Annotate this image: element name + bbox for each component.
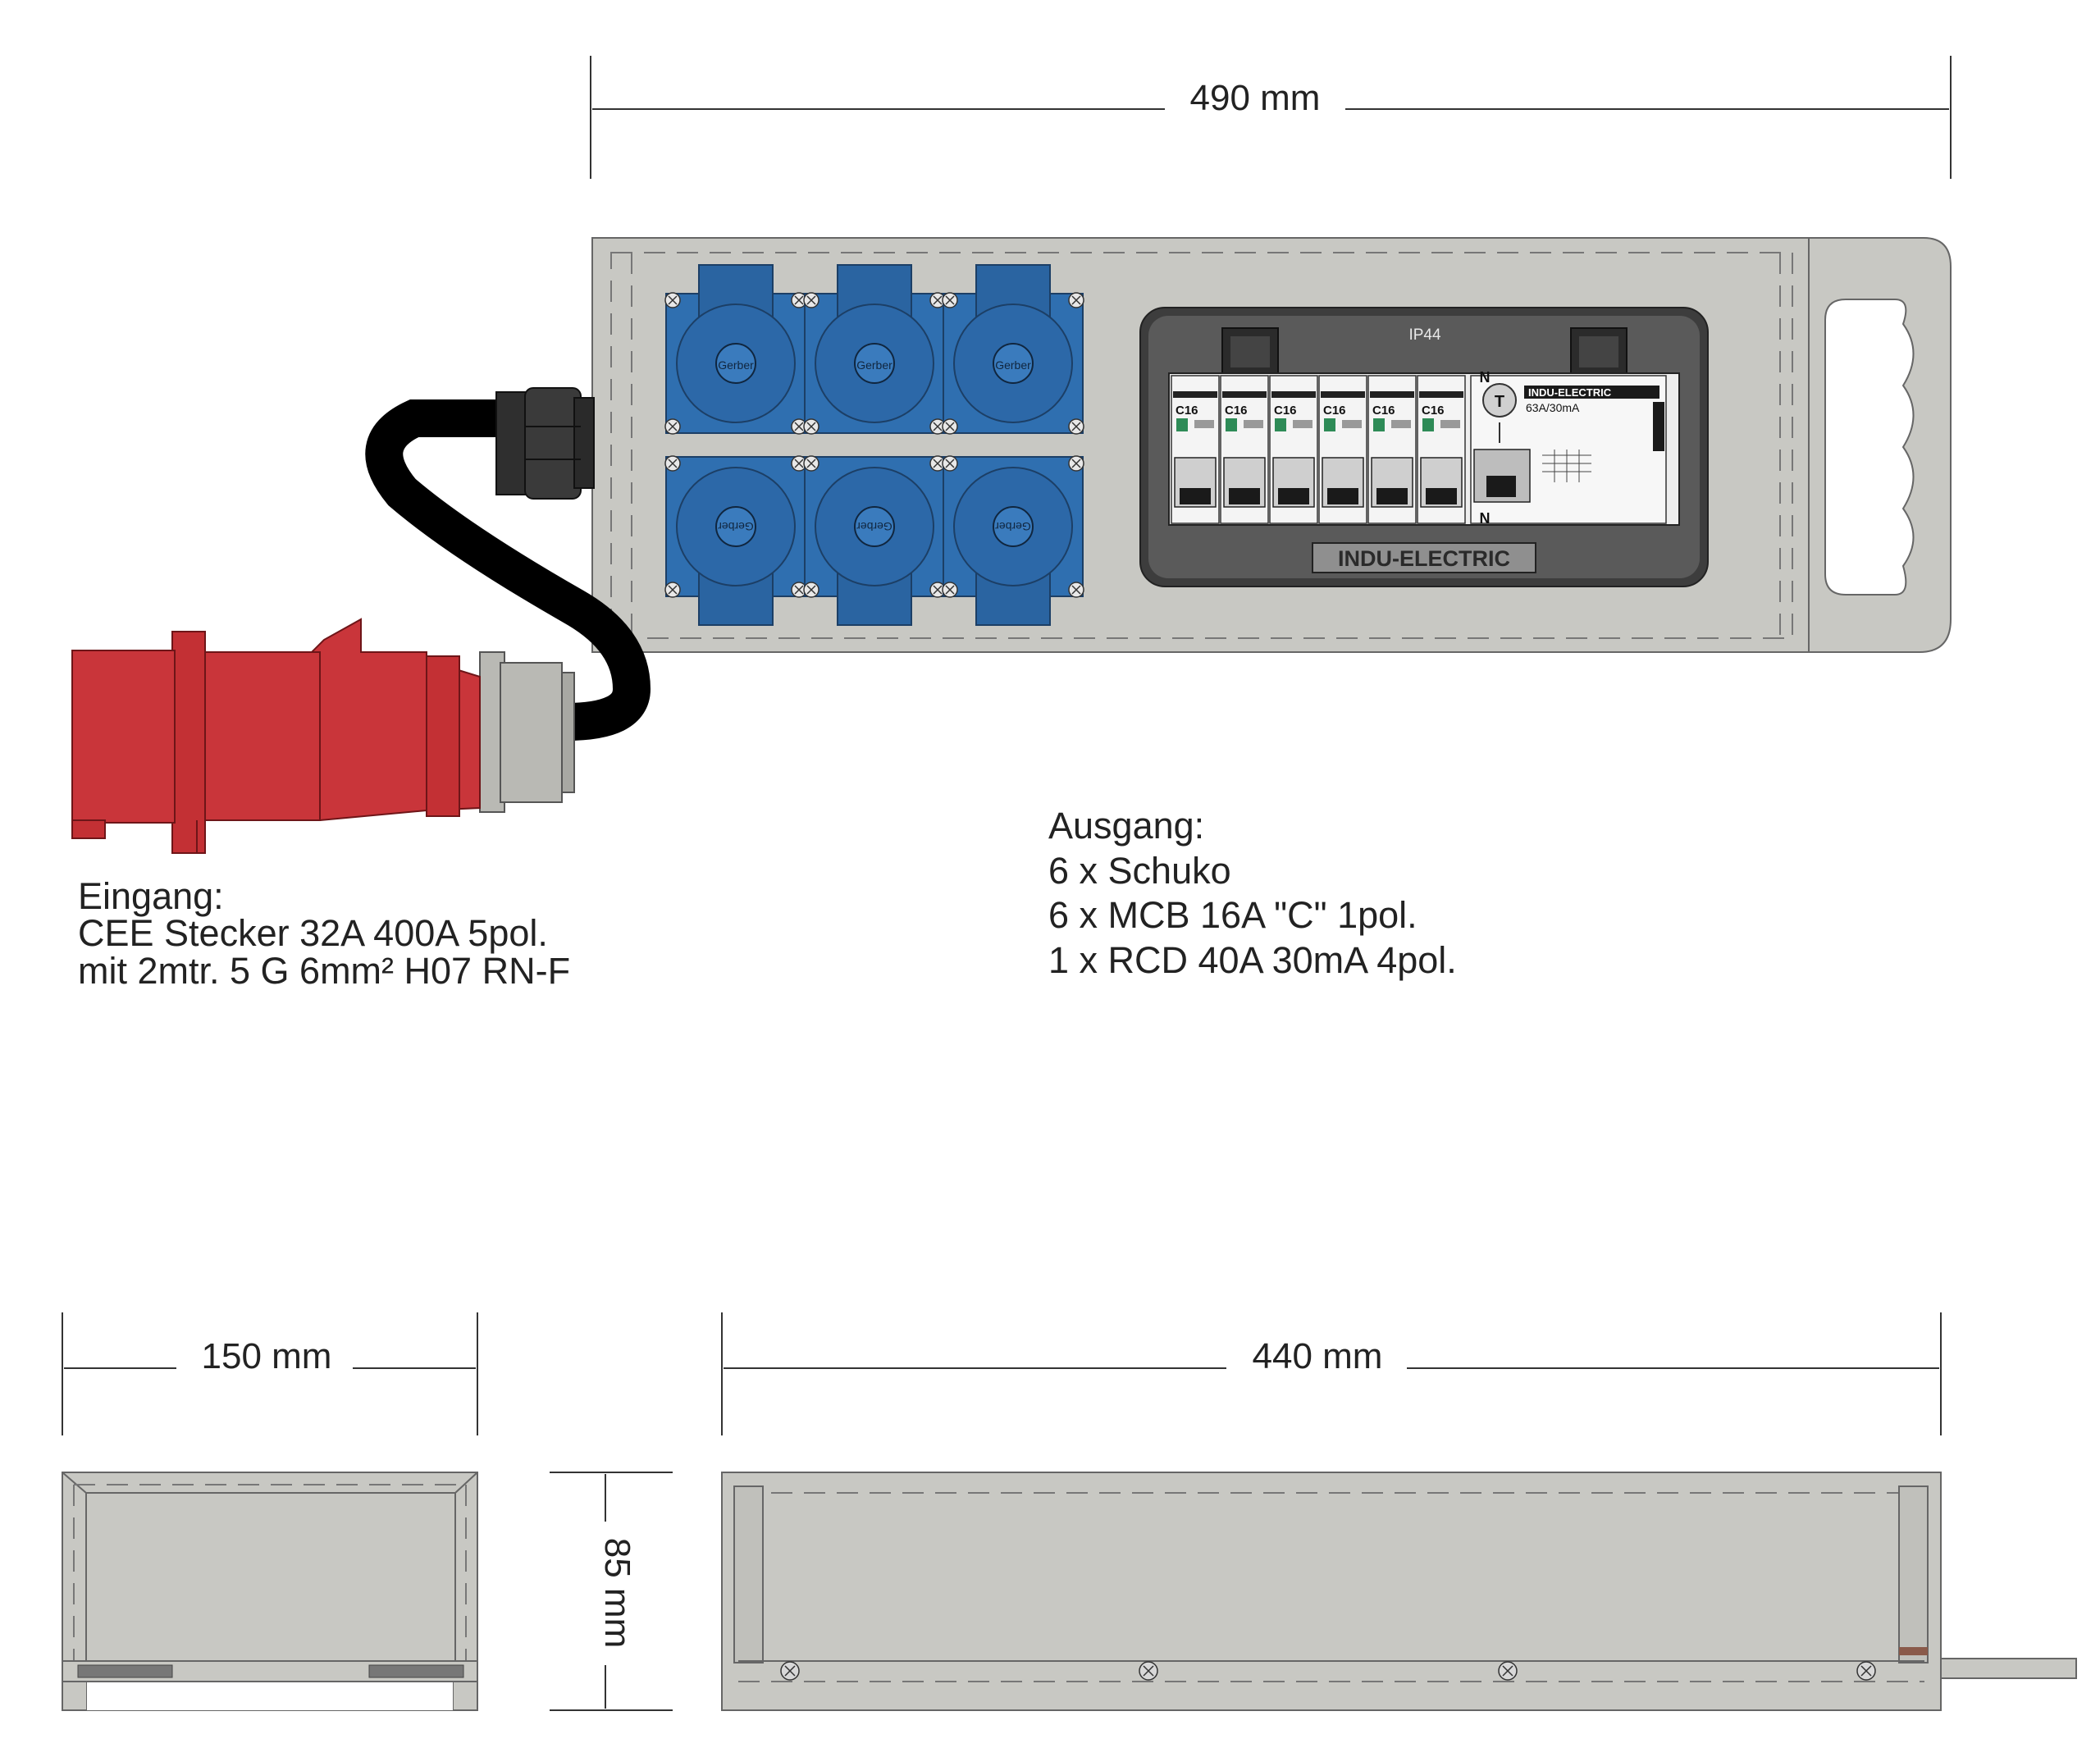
screw-icon (1068, 455, 1084, 472)
dimension-height (550, 1472, 673, 1711)
schuko-socket-2: Gerber (803, 264, 946, 435)
handle-grip (1824, 299, 1915, 596)
schuko-socket-6: Gerber (942, 455, 1084, 626)
panel-latch-left[interactable] (1221, 327, 1279, 374)
output-note-line3: 1 x RCD 40A 30mA 4pol. (1048, 939, 1457, 981)
input-note-title: Eingang: (78, 875, 224, 917)
mcb-breaker-1: C16 (1171, 375, 1220, 524)
dimension-height-label: 85 mm (597, 1538, 637, 1648)
dimension-top-width (590, 56, 1952, 179)
box-front-view (721, 1472, 2077, 1711)
socket-brand-label: Gerber (856, 520, 892, 533)
screw-icon (942, 418, 958, 435)
output-note-line1: 6 x Schuko (1048, 850, 1231, 892)
neutral-label-top: N (1480, 369, 1491, 386)
output-note-line2: 6 x MCB 16A "C" 1pol. (1048, 894, 1418, 936)
screw-icon (942, 582, 958, 598)
neutral-label-bottom: N (1480, 510, 1491, 527)
screw-icon (1068, 418, 1084, 435)
dimension-depth-label: 150 mm (202, 1336, 332, 1376)
mcb-rating-label: C16 (1225, 404, 1248, 418)
mcb-breaker-2: C16 (1220, 375, 1269, 524)
socket-brand-label: Gerber (718, 520, 754, 533)
schuko-socket-5: Gerber (803, 455, 946, 626)
rcd-breaker: T INDU-ELECTRIC 63A/30mA (1470, 375, 1667, 524)
panel-brand-label: INDU-ELECTRIC (1338, 546, 1510, 571)
output-note-title: Ausgang: (1048, 805, 1204, 847)
screw-icon (664, 455, 681, 472)
schuko-socket-4: Gerber (664, 455, 807, 626)
screw-icon (803, 292, 819, 308)
screw-icon (942, 455, 958, 472)
input-note: Eingang: CEE Stecker 32A 400A 5pol. mit … (78, 875, 570, 992)
screw-icon (1498, 1661, 1518, 1681)
panel-latch-right[interactable] (1570, 327, 1628, 374)
socket-brand-label: Gerber (718, 358, 754, 372)
screw-row (780, 1661, 1876, 1681)
screw-icon (1068, 582, 1084, 598)
schuko-socket-3: Gerber (942, 264, 1084, 435)
dimension-depth (62, 1312, 478, 1435)
dimension-bottom-width-label: 440 mm (1253, 1336, 1383, 1376)
screw-icon (664, 292, 681, 308)
screw-icon (780, 1661, 800, 1681)
screw-icon (929, 582, 946, 598)
screw-icon (664, 582, 681, 598)
mcb-rating-label: C16 (1176, 404, 1198, 418)
mcb-breaker-6: C16 (1417, 375, 1466, 524)
rcd-test-label: T (1495, 393, 1504, 411)
screw-icon (1139, 1661, 1158, 1681)
cable-gland (495, 387, 595, 500)
rcd-brand-label: INDU-ELECTRIC (1528, 386, 1612, 399)
mcb-rating-label: C16 (1274, 404, 1297, 418)
mcb-rating-label: C16 (1323, 404, 1346, 418)
mcb-breaker-3: C16 (1269, 375, 1318, 524)
screw-icon (803, 582, 819, 598)
schuko-socket-1: Gerber (664, 264, 807, 435)
rcd-rating-label: 63A/30mA (1526, 401, 1580, 414)
socket-brand-label: Gerber (995, 520, 1031, 533)
screw-icon (803, 455, 819, 472)
screw-icon (942, 292, 958, 308)
socket-brand-label: Gerber (856, 358, 892, 372)
screw-icon (791, 582, 807, 598)
screw-icon (803, 418, 819, 435)
screw-icon (929, 292, 946, 308)
output-note: Ausgang: 6 x Schuko 6 x MCB 16A "C" 1pol… (1048, 805, 1457, 981)
screw-icon (664, 418, 681, 435)
mcb-breaker-5: C16 (1367, 375, 1417, 524)
mcb-rating-label: C16 (1422, 404, 1445, 418)
rcd-test-button[interactable] (1482, 383, 1517, 418)
mcb-breaker-4: C16 (1318, 375, 1367, 524)
screw-icon (929, 418, 946, 435)
screw-icon (791, 418, 807, 435)
supply-cable (365, 399, 651, 741)
screw-icon (1856, 1661, 1876, 1681)
socket-brand-label: Gerber (995, 358, 1031, 372)
input-note-line2: mit 2mtr. 5 G 6mm² H07 RN-F (78, 950, 570, 992)
screw-icon (1068, 292, 1084, 308)
dimension-top-width-label: 490 mm (1190, 78, 1321, 118)
cee-plug (71, 618, 575, 854)
breaker-panel: IP44 C16 C16 C16 C16 C16 C16 T INDU-ELECTRIC … (1139, 307, 1709, 587)
dimension-bottom-width (721, 1312, 1942, 1435)
mcb-rating-label: C16 (1372, 404, 1395, 418)
mcb-row: C16 C16 C16 C16 C16 C16 (1171, 375, 1466, 524)
box-side-view (62, 1472, 478, 1711)
panel-rating-label: IP44 (1408, 326, 1441, 344)
input-note-line1: CEE Stecker 32A 400A 5pol. (78, 912, 548, 954)
